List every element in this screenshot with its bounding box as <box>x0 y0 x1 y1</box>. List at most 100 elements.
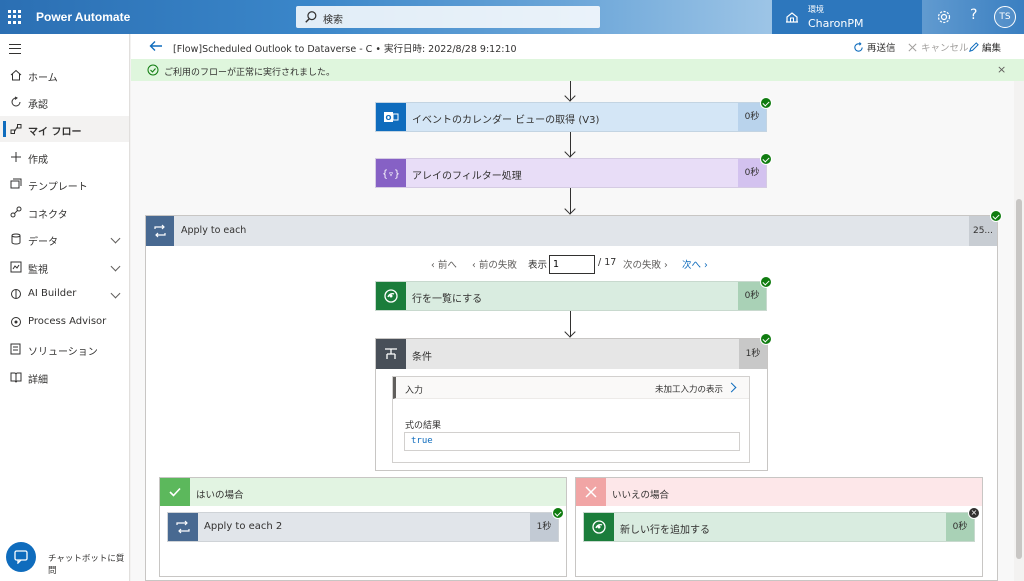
app-launcher-icon[interactable] <box>8 10 22 24</box>
show-raw-inputs-link[interactable]: 未加工入力の表示 <box>654 385 723 395</box>
iteration-input[interactable] <box>549 255 595 274</box>
sidebar-item-label: 詳細 <box>28 375 48 386</box>
prev-failed-button[interactable]: ‹ 前の失敗 <box>472 260 517 271</box>
prev-button[interactable]: ‹ 前へ <box>431 260 457 271</box>
environment-label: 環境 <box>808 5 824 14</box>
success-check-icon <box>760 333 772 345</box>
apply-to-each-header[interactable]: Apply to each 25... <box>146 216 997 246</box>
no-branch-header[interactable]: いいえの場合 <box>576 478 982 506</box>
cancel-label: キャンセル <box>921 43 969 54</box>
inputs-header[interactable]: 入力 未加工入力の表示 <box>393 377 749 399</box>
sidebar-item-label: テンプレート <box>28 182 88 193</box>
step-add-new-row[interactable]: 新しい行を追加する 0秒 <box>583 512 975 542</box>
svg-text:{▿}: {▿} <box>383 169 399 180</box>
step-list-rows[interactable]: 行を一覧にする 0秒 <box>375 281 767 311</box>
condition-header[interactable]: 条件 1秒 <box>376 339 767 369</box>
next-button[interactable]: 次へ › <box>682 260 708 271</box>
app-title[interactable]: Power Automate <box>36 10 131 24</box>
chevron-down-icon[interactable] <box>110 261 121 272</box>
inputs-title: 入力 <box>405 386 424 396</box>
sidebar-item-monitor[interactable]: 監視 <box>0 254 129 280</box>
avatar[interactable]: TS <box>994 6 1016 28</box>
sidebar-item-label: データ <box>28 237 58 248</box>
dataverse-icon <box>376 282 406 310</box>
sidebar-item-create[interactable]: 作成 <box>0 144 129 170</box>
process-advisor-icon <box>11 317 21 327</box>
gear-icon[interactable] <box>936 9 952 25</box>
success-check-icon <box>990 210 1002 222</box>
step-filter-array[interactable]: {▿} アレイのフィルター処理 0秒 <box>375 158 767 188</box>
dataverse-icon <box>584 513 614 541</box>
sidebar-item-approvals[interactable]: 承認 <box>0 89 129 115</box>
edit-button[interactable]: 編集 <box>968 40 1001 54</box>
sidebar-item-process-advisor[interactable]: Process Advisor <box>0 309 129 335</box>
sidebar-item-label: ソリューション <box>28 347 98 358</box>
chevron-down-icon[interactable] <box>110 233 121 244</box>
skipped-icon: × <box>968 507 980 519</box>
expression-result-label: 式の結果 <box>405 421 442 431</box>
step-title: 条件 <box>412 352 432 363</box>
sidebar-item-learn[interactable]: 詳細 <box>0 364 129 390</box>
search-box[interactable]: 検索 <box>296 6 600 28</box>
chatbot-label[interactable]: チャットボットに質問 <box>48 554 125 576</box>
chat-icon <box>14 550 28 564</box>
chatbot-button[interactable] <box>6 542 36 572</box>
outlook-icon: O <box>376 103 406 131</box>
solutions-icon <box>10 343 21 355</box>
templates-icon <box>10 178 22 189</box>
step-duration: 0秒 <box>738 282 766 310</box>
approvals-icon <box>11 96 21 107</box>
step-title: 新しい行を追加する <box>620 525 710 536</box>
home-icon <box>10 69 22 81</box>
condition-inputs-panel: 入力 未加工入力の表示 式の結果 true <box>392 376 750 463</box>
step-duration: 0秒 <box>738 159 766 187</box>
iteration-total: / 17 <box>598 257 617 268</box>
step-title: アレイのフィルター処理 <box>412 171 522 182</box>
back-arrow-icon[interactable] <box>149 40 163 52</box>
chevron-down-icon[interactable] <box>110 288 121 299</box>
sidebar-item-solutions[interactable]: ソリューション <box>0 336 129 362</box>
book-icon <box>10 372 22 383</box>
ai-builder-icon <box>11 289 21 299</box>
success-check-icon <box>760 97 772 109</box>
sidebar-item-home[interactable]: ホーム <box>0 62 129 88</box>
success-banner: ご利用のフローが正常に実行されました。 × <box>131 59 1024 81</box>
close-icon <box>908 43 917 52</box>
sidebar-item-ai-builder[interactable]: AI Builder <box>0 281 129 307</box>
next-label: 次へ <box>682 260 702 271</box>
branch-title: はいの場合 <box>196 490 244 501</box>
chevron-right-icon[interactable] <box>726 382 737 393</box>
sidebar-item-templates[interactable]: テンプレート <box>0 171 129 197</box>
sidebar-item-label: ホーム <box>28 73 58 84</box>
monitor-icon <box>10 261 22 273</box>
scrollbar-thumb[interactable] <box>1016 199 1022 559</box>
sidebar-item-connectors[interactable]: コネクタ <box>0 199 129 225</box>
refresh-icon <box>854 42 863 52</box>
environment-picker[interactable]: 環境 CharonPM <box>772 0 922 34</box>
next-failed-button[interactable]: 次の失敗 › <box>623 260 668 271</box>
cancel-button[interactable]: キャンセル <box>907 40 969 54</box>
sidebar-item-label: コネクタ <box>28 210 68 221</box>
vertical-scrollbar[interactable] <box>1014 81 1024 581</box>
yes-branch-header[interactable]: はいの場合 <box>160 478 566 506</box>
search-icon <box>305 11 317 23</box>
sidebar-item-data[interactable]: データ <box>0 226 129 252</box>
step-get-calendar-view[interactable]: O イベントのカレンダー ビューの取得 (V3) 0秒 <box>375 102 767 132</box>
help-icon[interactable]: ? <box>970 7 978 23</box>
sidebar-item-my-flows[interactable]: マイ フロー <box>0 116 129 142</box>
loop-icon <box>168 513 198 541</box>
sidebar-item-label: Process Advisor <box>28 316 107 327</box>
filter-icon: {▿} <box>376 159 406 187</box>
connector-icon <box>10 206 22 218</box>
plus-icon <box>11 152 21 162</box>
resubmit-button[interactable]: 再送信 <box>853 40 896 54</box>
prev-label: 前へ <box>437 260 457 271</box>
next-failed-label: 次の失敗 <box>623 260 662 271</box>
resubmit-label: 再送信 <box>867 43 896 54</box>
search-placeholder: 検索 <box>323 15 343 26</box>
step-apply-to-each-2[interactable]: Apply to each 2 1秒 <box>167 512 559 542</box>
flow-run-title: [Flow]Scheduled Outlook to Dataverse - C… <box>173 44 517 55</box>
banner-close-icon[interactable]: × <box>997 63 1007 76</box>
hamburger-icon[interactable] <box>9 44 21 54</box>
connector-arrow <box>563 188 579 215</box>
